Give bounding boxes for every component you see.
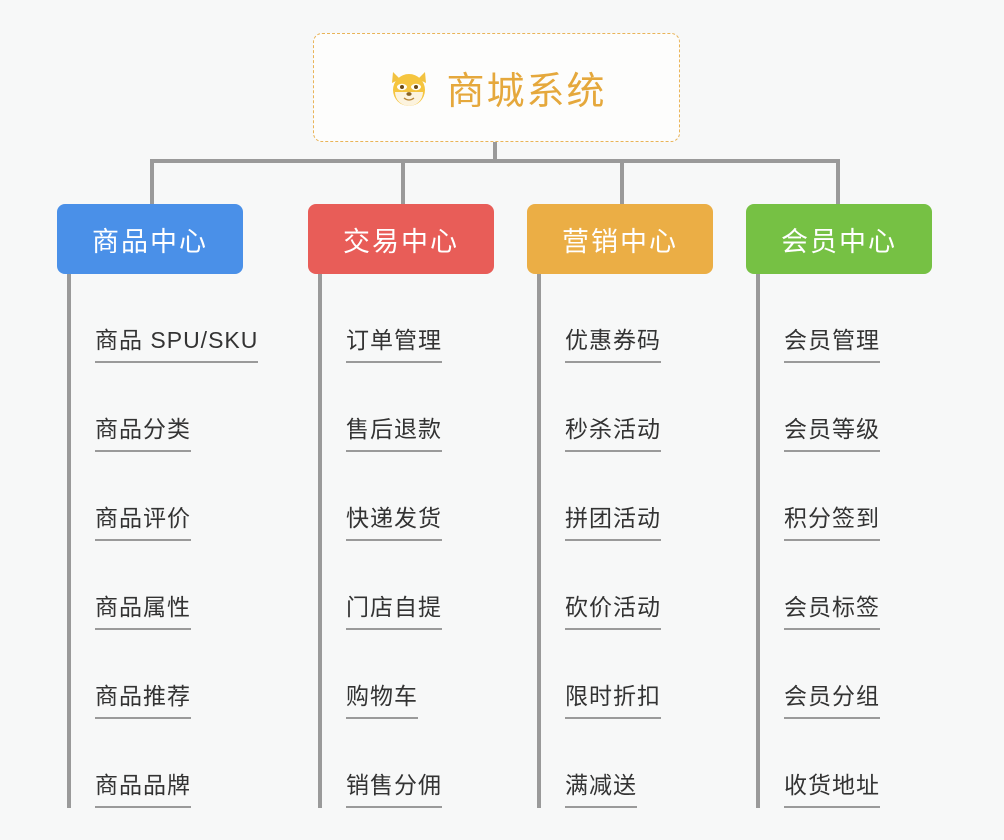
leaf-item-label: 砍价活动 [565,588,661,630]
leaf-item[interactable]: 秒杀活动 [537,363,713,452]
connector-drop-4 [836,159,840,206]
branch-column: 商品中心商品 SPU/SKU 商品分类商品评价商品属性商品推荐商品品牌 [57,204,259,808]
leaf-item-label: 售后退款 [346,410,442,452]
leaf-list: 商品 SPU/SKU 商品分类商品评价商品属性商品推荐商品品牌 [57,274,259,808]
leaf-item-label: 积分签到 [784,499,880,541]
connector-root-stem [493,142,497,163]
leaf-item-label: 会员等级 [784,410,880,452]
branch-column: 营销中心优惠券码秒杀活动拼团活动砍价活动限时折扣满减送 [527,204,713,808]
branch-header-label: 交易中心 [343,226,459,257]
leaf-item-label: 门店自提 [346,588,442,630]
leaf-item-label: 商品推荐 [95,677,191,719]
leaf-item[interactable]: 会员分组 [756,630,932,719]
branch-column: 会员中心会员管理会员等级积分签到会员标签会员分组收货地址 [746,204,932,808]
leaf-item-label: 收货地址 [784,766,880,808]
leaf-item-label: 商品品牌 [95,766,191,808]
leaf-item[interactable]: 商品属性 [67,541,243,630]
leaf-item[interactable]: 收货地址 [756,719,932,808]
leaf-item-label: 满减送 [565,766,637,808]
branch-header-label: 商品中心 [92,226,208,257]
connector-drop-2 [401,159,405,206]
branch-rail [756,274,760,808]
leaf-item[interactable]: 会员等级 [756,363,932,452]
branch-rail [318,274,322,808]
leaf-item[interactable]: 砍价活动 [537,541,713,630]
branch-header-label: 会员中心 [781,226,897,257]
leaf-item[interactable]: 商品 SPU/SKU [67,274,259,363]
leaf-item[interactable]: 拼团活动 [537,452,713,541]
leaf-item[interactable]: 会员标签 [756,541,932,630]
leaf-item[interactable]: 销售分佣 [318,719,494,808]
leaf-item[interactable]: 商品品牌 [67,719,243,808]
leaf-item-label: 拼团活动 [565,499,661,541]
leaf-item[interactable]: 售后退款 [318,363,494,452]
branch-header[interactable]: 商品中心 [57,204,243,274]
branch-header[interactable]: 交易中心 [308,204,494,274]
branch-header-label: 营销中心 [562,226,678,257]
leaf-list: 订单管理售后退款快递发货门店自提购物车销售分佣 [308,274,494,808]
root-title: 商城系统 [446,71,607,113]
leaf-item-label: 商品分类 [95,410,191,452]
leaf-list: 优惠券码秒杀活动拼团活动砍价活动限时折扣满减送 [527,274,713,808]
branch-header[interactable]: 营销中心 [527,204,713,274]
leaf-item[interactable]: 购物车 [318,630,494,719]
leaf-item[interactable]: 限时折扣 [537,630,713,719]
leaf-item-label: 秒杀活动 [565,410,661,452]
leaf-item-label: 会员分组 [784,677,880,719]
leaf-item-label: 购物车 [346,677,418,719]
leaf-item[interactable]: 会员管理 [756,274,932,363]
leaf-item-label: 商品属性 [95,588,191,630]
leaf-item-label: 商品 SPU/SKU [95,321,259,363]
branch-rail [67,274,71,808]
leaf-item[interactable]: 商品分类 [67,363,243,452]
leaf-list: 会员管理会员等级积分签到会员标签会员分组收货地址 [746,274,932,808]
leaf-item[interactable]: 优惠券码 [537,274,713,363]
leaf-item[interactable]: 商品评价 [67,452,243,541]
branch-header[interactable]: 会员中心 [746,204,932,274]
leaf-item-label: 商品评价 [95,499,191,541]
leaf-item[interactable]: 商品推荐 [67,630,243,719]
connector-horizontal-bus [150,159,840,163]
leaf-item[interactable]: 订单管理 [318,274,494,363]
leaf-item-label: 限时折扣 [565,677,661,719]
root-node[interactable]: 商城系统 [313,33,680,142]
leaf-item-label: 会员管理 [784,321,880,363]
branch-column: 交易中心订单管理售后退款快递发货门店自提购物车销售分佣 [308,204,494,808]
leaf-item-label: 订单管理 [346,321,442,363]
leaf-item[interactable]: 门店自提 [318,541,494,630]
leaf-item-label: 快递发货 [346,499,442,541]
shiba-dog-icon [386,65,432,111]
leaf-item-label: 销售分佣 [346,766,442,808]
branch-rail [537,274,541,808]
leaf-item[interactable]: 积分签到 [756,452,932,541]
leaf-item[interactable]: 满减送 [537,719,713,808]
leaf-item[interactable]: 快递发货 [318,452,494,541]
connector-drop-1 [150,159,154,206]
leaf-item-label: 会员标签 [784,588,880,630]
leaf-item-label: 优惠券码 [565,321,661,363]
connector-drop-3 [620,159,624,206]
